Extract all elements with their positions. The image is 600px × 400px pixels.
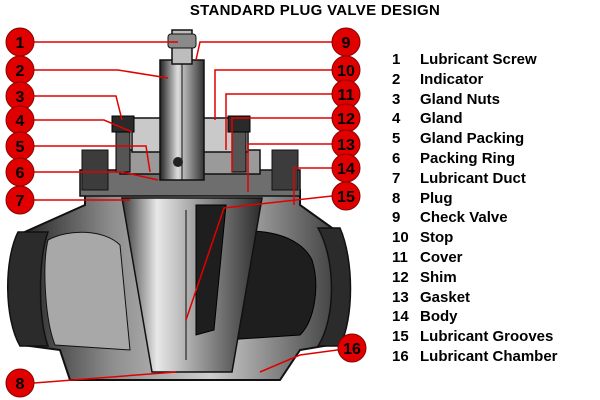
svg-text:8: 8 <box>16 376 25 393</box>
callout-9: 9 <box>331 27 361 57</box>
callout-11: 11 <box>331 79 361 109</box>
callout-16: 16 <box>337 333 367 363</box>
callout-leaders <box>33 41 353 384</box>
svg-text:9: 9 <box>342 35 351 52</box>
callout-2: 2 <box>5 55 35 85</box>
svg-text:6: 6 <box>16 165 25 182</box>
callout-12: 12 <box>331 103 361 133</box>
svg-text:4: 4 <box>16 113 25 130</box>
callout-8: 8 <box>5 368 35 398</box>
callout-1: 1 <box>5 27 35 57</box>
svg-text:2: 2 <box>16 63 25 80</box>
svg-text:15: 15 <box>337 189 355 206</box>
callout-7: 7 <box>5 185 35 215</box>
callout-13: 13 <box>331 129 361 159</box>
svg-text:11: 11 <box>338 87 355 104</box>
diagram-title: STANDARD PLUG VALVE DESIGN <box>189 2 441 19</box>
svg-text:13: 13 <box>337 137 355 154</box>
svg-text:10: 10 <box>337 63 355 80</box>
callout-15: 15 <box>331 181 361 211</box>
svg-text:7: 7 <box>16 193 25 210</box>
svg-text:3: 3 <box>16 89 25 106</box>
callout-5: 5 <box>5 131 35 161</box>
callout-4: 4 <box>5 105 35 135</box>
svg-text:1: 1 <box>16 35 25 52</box>
plug <box>121 197 263 373</box>
svg-text:12: 12 <box>337 111 355 128</box>
valve-cutaway-illustration: 1 2 3 4 5 6 7 8 9 10 11 12 13 14 15 16 <box>5 27 367 398</box>
callout-markers: 1 2 3 4 5 6 7 8 9 10 11 12 13 14 15 16 <box>5 27 367 398</box>
callout-3: 3 <box>5 81 35 111</box>
svg-text:14: 14 <box>337 161 355 178</box>
stem-indicator <box>159 29 205 181</box>
callout-14: 14 <box>331 153 361 183</box>
svg-text:16: 16 <box>343 341 361 358</box>
svg-text:5: 5 <box>16 139 25 156</box>
callout-6: 6 <box>5 157 35 187</box>
